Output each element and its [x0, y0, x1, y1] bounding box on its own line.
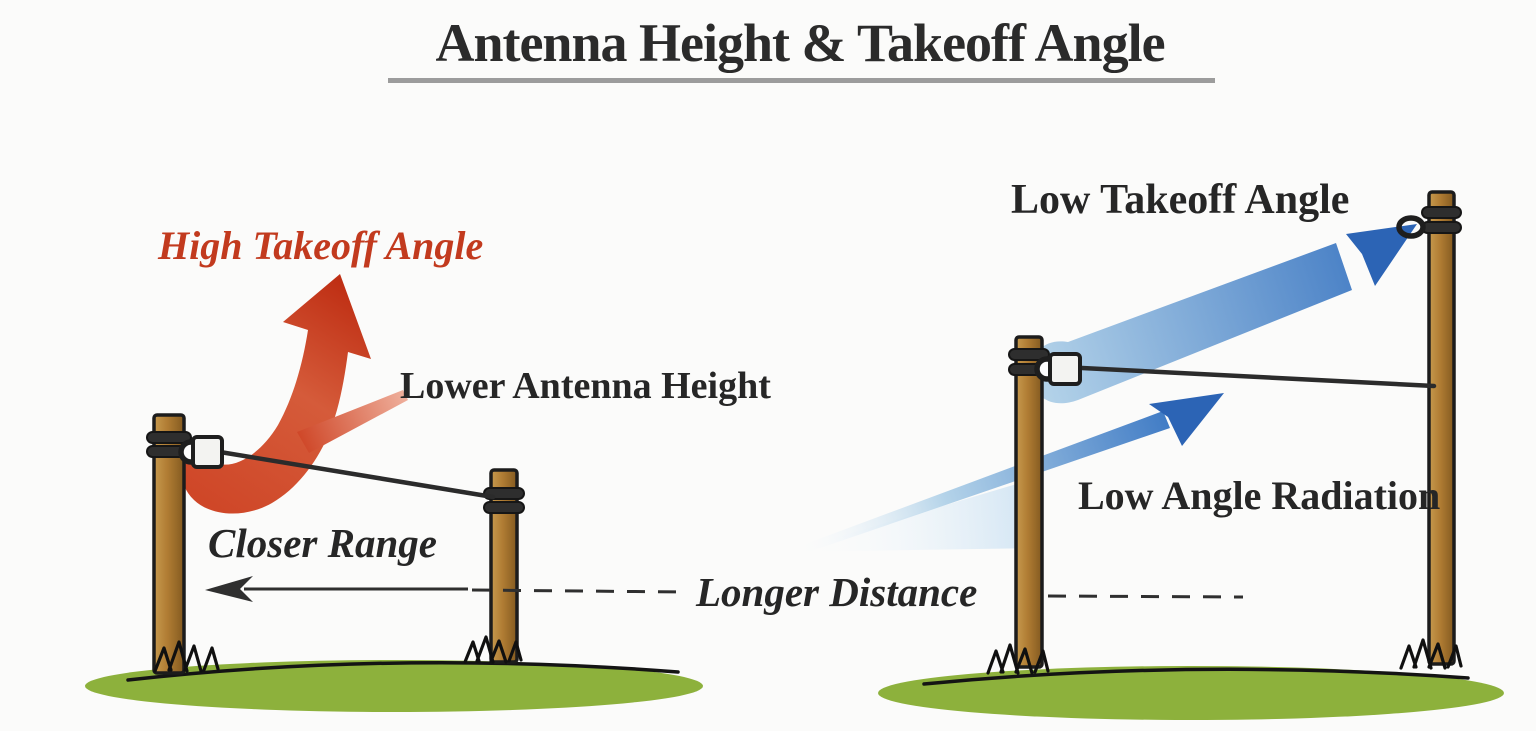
low-takeoff-arrowhead — [1346, 224, 1417, 286]
left-short-pole — [483, 468, 525, 664]
feedpoint-insulator-right — [1034, 352, 1082, 386]
grass-mound-left — [85, 660, 703, 712]
high-takeoff-arrow — [181, 274, 408, 514]
page-title: Antenna Height & Takeoff Angle — [435, 13, 1165, 73]
low-angle-arrowhead — [1149, 393, 1224, 446]
low-takeoff-arrow — [1030, 224, 1417, 404]
title-underline — [388, 78, 1215, 83]
grass-tuft — [986, 643, 1050, 675]
antenna-wire-left — [217, 449, 496, 500]
dashed-distance-line-left — [471, 588, 687, 594]
feedpoint-insulator-left — [178, 435, 224, 469]
range-arrow — [205, 576, 1244, 602]
dashed-distance-line-right — [1047, 594, 1244, 599]
low-angle-radiation-arrow — [792, 393, 1224, 556]
low-angle-radiation-label: Low Angle Radiation — [1078, 473, 1441, 518]
grass-mound-right — [878, 666, 1504, 720]
grass-tuft — [1399, 638, 1463, 670]
longer-distance-label: Longer Distance — [696, 569, 978, 615]
lower-antenna-height-label: Lower Antenna Height — [400, 365, 771, 407]
range-arrowhead-icon — [205, 576, 253, 602]
right-feed-pole — [1008, 335, 1050, 669]
wire-loop-icon — [1396, 215, 1426, 239]
right-tall-pole — [1396, 190, 1462, 666]
antenna-wire-right — [1079, 365, 1437, 389]
high-takeoff-angle-label: High Takeoff Angle — [158, 223, 484, 268]
grass-tuft — [463, 635, 523, 664]
label-pointer-swoosh — [297, 390, 408, 453]
low-takeoff-angle-label: Low Takeoff Angle — [1011, 177, 1350, 223]
closer-range-label: Closer Range — [208, 520, 437, 566]
left-antenna-pole — [146, 413, 192, 675]
grass-tuft — [153, 640, 220, 673]
